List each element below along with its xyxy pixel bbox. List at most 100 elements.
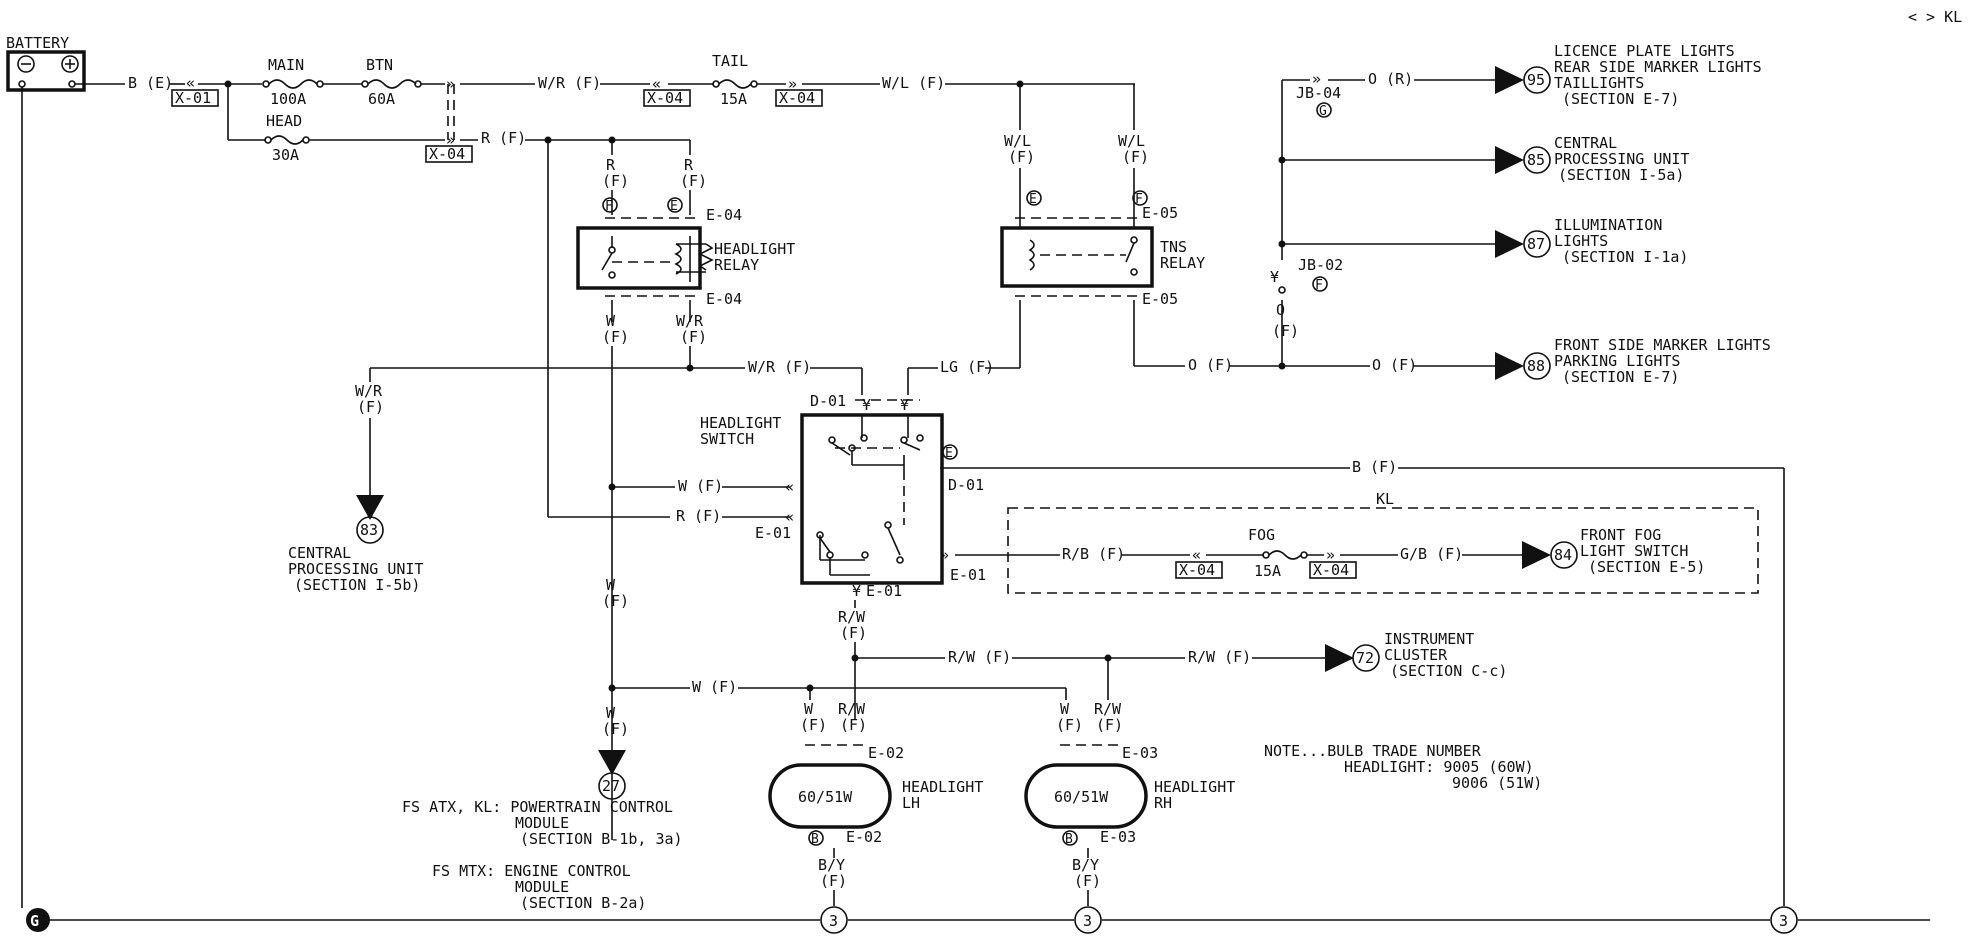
connector-e02-bottom: E-02 [846,828,882,846]
svg-text:(F): (F) [602,172,629,190]
fuse-tail-name: TAIL [712,52,748,70]
svg-text:9006 (51W): 9006 (51W) [1452,774,1542,792]
connector-e04-bottom: E-04 [706,290,742,308]
wire-label-wr-f-switch: W/R (F) [748,358,811,376]
svg-text:R: R [684,156,694,174]
connector-e02-top: E-02 [868,744,904,762]
connector-e05-bottom: E-05 [1142,290,1178,308]
svg-text:(SECTION I-5a): (SECTION I-5a) [1558,166,1684,184]
connector-e03-top: E-03 [1122,744,1158,762]
connector-e04-top: E-04 [706,206,742,224]
nav-label[interactable]: < > KL [1908,8,1962,26]
fuse-main-rating: 100A [270,90,306,108]
connector-jb02: JB-02 [1298,256,1343,274]
headlight-lh: W (F) R/W (F) E-02 60/51W HEADLIGHT LH B… [768,700,983,906]
svg-text:CENTRAL: CENTRAL [288,544,351,562]
svg-text:PROCESSING UNIT: PROCESSING UNIT [1554,150,1689,168]
svg-text:3: 3 [829,912,838,930]
tns-relay: E F E-05 E-05 TNS RELAY [1000,168,1205,308]
fuse-main: MAIN 100A [262,56,324,108]
fuse-main-name: MAIN [268,56,304,74]
svg-text:B/Y: B/Y [1072,856,1099,874]
svg-text:PROCESSING UNIT: PROCESSING UNIT [288,560,423,578]
svg-text:LIGHT SWITCH: LIGHT SWITCH [1580,542,1688,560]
wire-label-lg-f: LG (F) [940,358,994,376]
svg-text:HEADLIGHT: HEADLIGHT [1154,778,1235,796]
svg-text:MODULE: MODULE [515,814,569,832]
dest-88: 88 FRONT SIDE MARKER LIGHTS PARKING LIGH… [1523,336,1771,386]
svg-text:B: B [811,832,819,847]
svg-text:(SECTION B-1b, 3a): (SECTION B-1b, 3a) [520,830,683,848]
svg-text:W: W [606,704,616,722]
svg-text:REAR SIDE MARKER LIGHTS: REAR SIDE MARKER LIGHTS [1554,58,1762,76]
dest-83: 83 CENTRAL PROCESSING UNIT (SECTION I-5b… [288,516,423,594]
svg-text:W/L: W/L [1004,132,1031,150]
svg-text:F: F [1135,192,1143,207]
connector-x04-label-tail-left: X-04 [647,89,683,107]
wire-label-w-f-headlights: W (F) [692,678,737,696]
svg-text:G: G [30,912,39,930]
svg-text:O: O [1276,301,1285,319]
svg-text:W: W [606,312,616,330]
svg-text:B/Y: B/Y [818,856,845,874]
connector-jb04: JB-04 [1296,84,1341,102]
svg-text:»: » [1326,546,1335,564]
svg-text:LICENCE PLATE LIGHTS: LICENCE PLATE LIGHTS [1554,42,1735,60]
wire-label-w-f-switch: W (F) [678,477,723,495]
svg-text:87: 87 [1527,235,1545,253]
battery-label: BATTERY [6,34,69,52]
ground-terminal-switch: 3 [1770,906,1798,934]
svg-text:W/L: W/L [1118,132,1145,150]
svg-text:»: » [940,546,949,564]
svg-text:NOTE...BULB TRADE NUMBER: NOTE...BULB TRADE NUMBER [1264,742,1482,760]
connector-x04-label-head: X-04 [429,145,465,163]
svg-text:FS MTX: ENGINE CONTROL: FS MTX: ENGINE CONTROL [432,862,631,880]
svg-text:(F): (F) [840,624,867,642]
svg-text:(SECTION B-2a): (SECTION B-2a) [520,894,646,912]
svg-text:E: E [1029,192,1037,207]
svg-text:(SECTION C-c): (SECTION C-c) [1390,662,1507,680]
fuse-head-name: HEAD [266,112,302,130]
svg-text:HEADLIGHT: 9005 (60W): HEADLIGHT: 9005 (60W) [1344,758,1534,776]
wire-label-o-r: O (R) [1368,70,1413,88]
svg-text:(SECTION I-5b): (SECTION I-5b) [294,576,420,594]
svg-text:85: 85 [1527,151,1545,169]
wire-label-wr-f: W/R (F) [538,74,601,92]
wire-label-r-f-switch: R (F) [676,507,721,525]
wire-label-rb-f: R/B (F) [1062,545,1125,563]
svg-text:¥: ¥ [1270,268,1279,286]
svg-text:R: R [606,156,616,174]
marker-f: F [605,199,613,214]
svg-text:(F): (F) [1122,148,1149,166]
connector-x01-label: X-01 [175,89,211,107]
svg-text:MODULE: MODULE [515,878,569,896]
fuse-fog-name: FOG [1248,526,1275,544]
svg-text:(F): (F) [602,720,629,738]
svg-text:3: 3 [1083,912,1092,930]
svg-text:ILLUMINATION: ILLUMINATION [1554,216,1662,234]
connector-x04-label-tail-right: X-04 [779,89,815,107]
svg-text:»: » [446,75,455,93]
svg-text:E: E [945,446,953,461]
svg-text:W/R: W/R [676,312,704,330]
svg-text:(F): (F) [1008,148,1035,166]
wire-label-o-f-2: O (F) [1372,356,1417,374]
headlight-switch-label-1: HEADLIGHT [700,414,781,432]
fuse-tail: TAIL 15A [712,52,758,108]
svg-text:(F): (F) [680,172,707,190]
marker-e: E [670,199,678,214]
wire-label-r-f-head: R (F) [481,129,526,147]
svg-text:¥: ¥ [900,396,909,414]
wire-label-wl-f: W/L (F) [882,74,945,92]
svg-text:TAILLIGHTS: TAILLIGHTS [1554,74,1644,92]
svg-text:R/W: R/W [838,700,866,718]
svg-text:R/W: R/W [838,608,866,626]
svg-text:(F): (F) [800,716,827,734]
fuse-fog-rating: 15A [1254,562,1281,580]
fuse-tail-rating: 15A [720,90,747,108]
svg-text:88: 88 [1527,357,1545,375]
headlight-switch: D-01 ¥ ¥ HEADLIGHT SWITCH E D-01 E-01 « … [700,392,986,600]
svg-text:W: W [1060,700,1070,718]
svg-text:(SECTION I-1a): (SECTION I-1a) [1562,248,1688,266]
svg-text:(F): (F) [602,592,629,610]
